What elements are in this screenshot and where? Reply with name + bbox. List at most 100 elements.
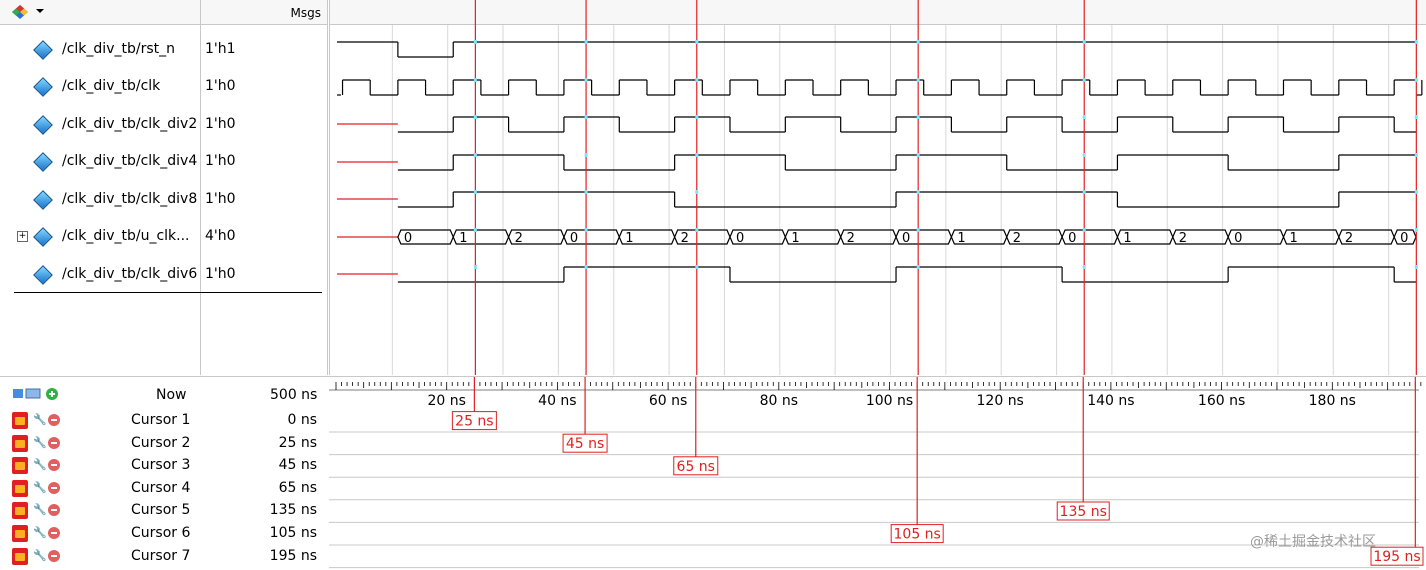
cursor-label: Cursor 1 xyxy=(131,412,191,428)
wrench-icon[interactable]: 🔧 xyxy=(33,526,47,539)
remove-cursor-icon[interactable] xyxy=(48,504,60,517)
wave-toolbar-icon[interactable] xyxy=(11,4,29,20)
bus-value: 2 xyxy=(515,231,523,246)
wrench-icon[interactable]: 🔧 xyxy=(33,480,47,494)
cursor-edge-marker xyxy=(916,228,920,232)
remove-cursor-icon[interactable] xyxy=(48,481,60,494)
bus-value: 1 xyxy=(957,231,965,246)
expand-icon[interactable]: + xyxy=(17,231,28,242)
cursor-time-label: 25 ns xyxy=(455,414,493,430)
remove-cursor-icon[interactable] xyxy=(48,459,60,472)
wave-rst-n xyxy=(337,41,1416,58)
signal-diamond-icon xyxy=(33,227,53,247)
signal-row[interactable]: /clk_div_tb/rst_n xyxy=(0,40,200,62)
signal-value: 1'h0 xyxy=(205,153,236,169)
wrench-icon[interactable]: 🔧 xyxy=(33,503,47,517)
signal-row[interactable]: /clk_div_tb/clk_div6 xyxy=(0,265,200,287)
wave-clk xyxy=(337,79,1423,96)
cursor-edge-marker xyxy=(473,190,477,194)
bus-value: 2 xyxy=(1179,231,1187,246)
cursor-toolbar-icons[interactable] xyxy=(12,387,60,401)
signal-row[interactable]: /clk_div_tb/clk_div8 xyxy=(0,190,200,212)
cursor-edge-marker xyxy=(1082,115,1086,119)
cursor-edge-marker xyxy=(473,153,477,157)
remove-cursor-icon[interactable] xyxy=(48,549,60,562)
cursor-edge-marker xyxy=(695,115,699,119)
ruler-label: 20 ns xyxy=(427,393,465,409)
bus-value: 0 xyxy=(902,231,910,246)
cursor-edge-marker xyxy=(473,40,477,44)
cursor-edge-marker xyxy=(1082,190,1086,194)
lock-icon[interactable] xyxy=(12,457,28,475)
lock-body xyxy=(15,552,25,561)
signal-row[interactable]: +/clk_div_tb/u_clk... xyxy=(0,227,200,249)
cursor-row[interactable]: 🔧 Cursor 1 0 ns xyxy=(0,410,329,432)
wrench-icon[interactable]: 🔧 xyxy=(33,435,47,449)
signal-row[interactable]: /clk_div_tb/clk_div2 xyxy=(0,115,200,137)
toolbar-dropdown-icon[interactable] xyxy=(36,9,44,13)
bus-value: 2 xyxy=(681,231,689,246)
ruler-label: 140 ns xyxy=(1087,393,1134,409)
cursor-value: 0 ns xyxy=(287,412,317,428)
bus-value: 1 xyxy=(459,231,467,246)
wrench-icon[interactable]: 🔧 xyxy=(33,413,47,426)
cursor-edge-marker xyxy=(916,40,920,44)
cursor-time-label: 45 ns xyxy=(566,436,604,452)
msgs-label: Msgs xyxy=(290,6,321,20)
signal-name: /clk_div_tb/clk_div2 xyxy=(62,116,198,132)
remove-cursor-icon[interactable] xyxy=(48,414,60,426)
cursor-time-label: 65 ns xyxy=(677,459,715,475)
wave-clk-div8 xyxy=(337,191,1416,208)
ruler-label: 120 ns xyxy=(977,393,1024,409)
lock-icon[interactable] xyxy=(12,525,28,542)
lock-icon[interactable] xyxy=(12,412,28,429)
lock-body xyxy=(15,484,25,493)
ruler-label: 160 ns xyxy=(1198,393,1245,409)
signal-value: 1'h0 xyxy=(205,191,236,207)
ruler-label: 80 ns xyxy=(760,393,798,409)
wrench-icon[interactable]: 🔧 xyxy=(33,458,47,472)
lock-icon[interactable] xyxy=(12,502,28,520)
cursor-label: Cursor 6 xyxy=(131,525,191,541)
ruler-label: 60 ns xyxy=(649,393,687,409)
cursor-edge-marker xyxy=(473,228,477,232)
bus-value: 2 xyxy=(1345,231,1353,246)
signal-row[interactable]: /clk_div_tb/clk_div4 xyxy=(0,152,200,174)
cursor-edge-marker xyxy=(473,78,477,82)
cursor-edge-marker xyxy=(473,265,477,269)
cursor-label: Cursor 4 xyxy=(131,479,191,496)
wrench-icon[interactable]: 🔧 xyxy=(33,548,47,562)
signal-name: /clk_div_tb/clk_div8 xyxy=(62,191,198,207)
remove-cursor-icon[interactable] xyxy=(48,436,60,449)
lock-icon[interactable] xyxy=(12,547,28,565)
signal-row[interactable]: /clk_div_tb/clk xyxy=(0,77,200,99)
cursor-edge-marker xyxy=(584,190,588,194)
lock-body xyxy=(15,439,25,448)
cursor-edge-marker xyxy=(1082,153,1086,157)
values-header: Msgs xyxy=(201,0,327,25)
lock-icon[interactable] xyxy=(12,479,28,497)
cursor-edge-marker xyxy=(584,265,588,269)
now-label: Now xyxy=(156,387,187,403)
cursor-edge-marker xyxy=(695,40,699,44)
cursor-label: Cursor 5 xyxy=(131,502,191,519)
cursor-edge-marker xyxy=(695,78,699,82)
signal-name: /clk_div_tb/clk_div6 xyxy=(62,266,198,282)
cursor-edge-marker xyxy=(1414,78,1418,82)
cursor-edge-marker xyxy=(695,190,699,194)
remove-cursor-icon[interactable] xyxy=(48,527,60,539)
cursor-edge-marker xyxy=(1414,265,1418,269)
cursor-edge-marker xyxy=(584,78,588,82)
bus-value: 0 xyxy=(1234,231,1242,246)
lock-icon[interactable] xyxy=(12,434,28,452)
